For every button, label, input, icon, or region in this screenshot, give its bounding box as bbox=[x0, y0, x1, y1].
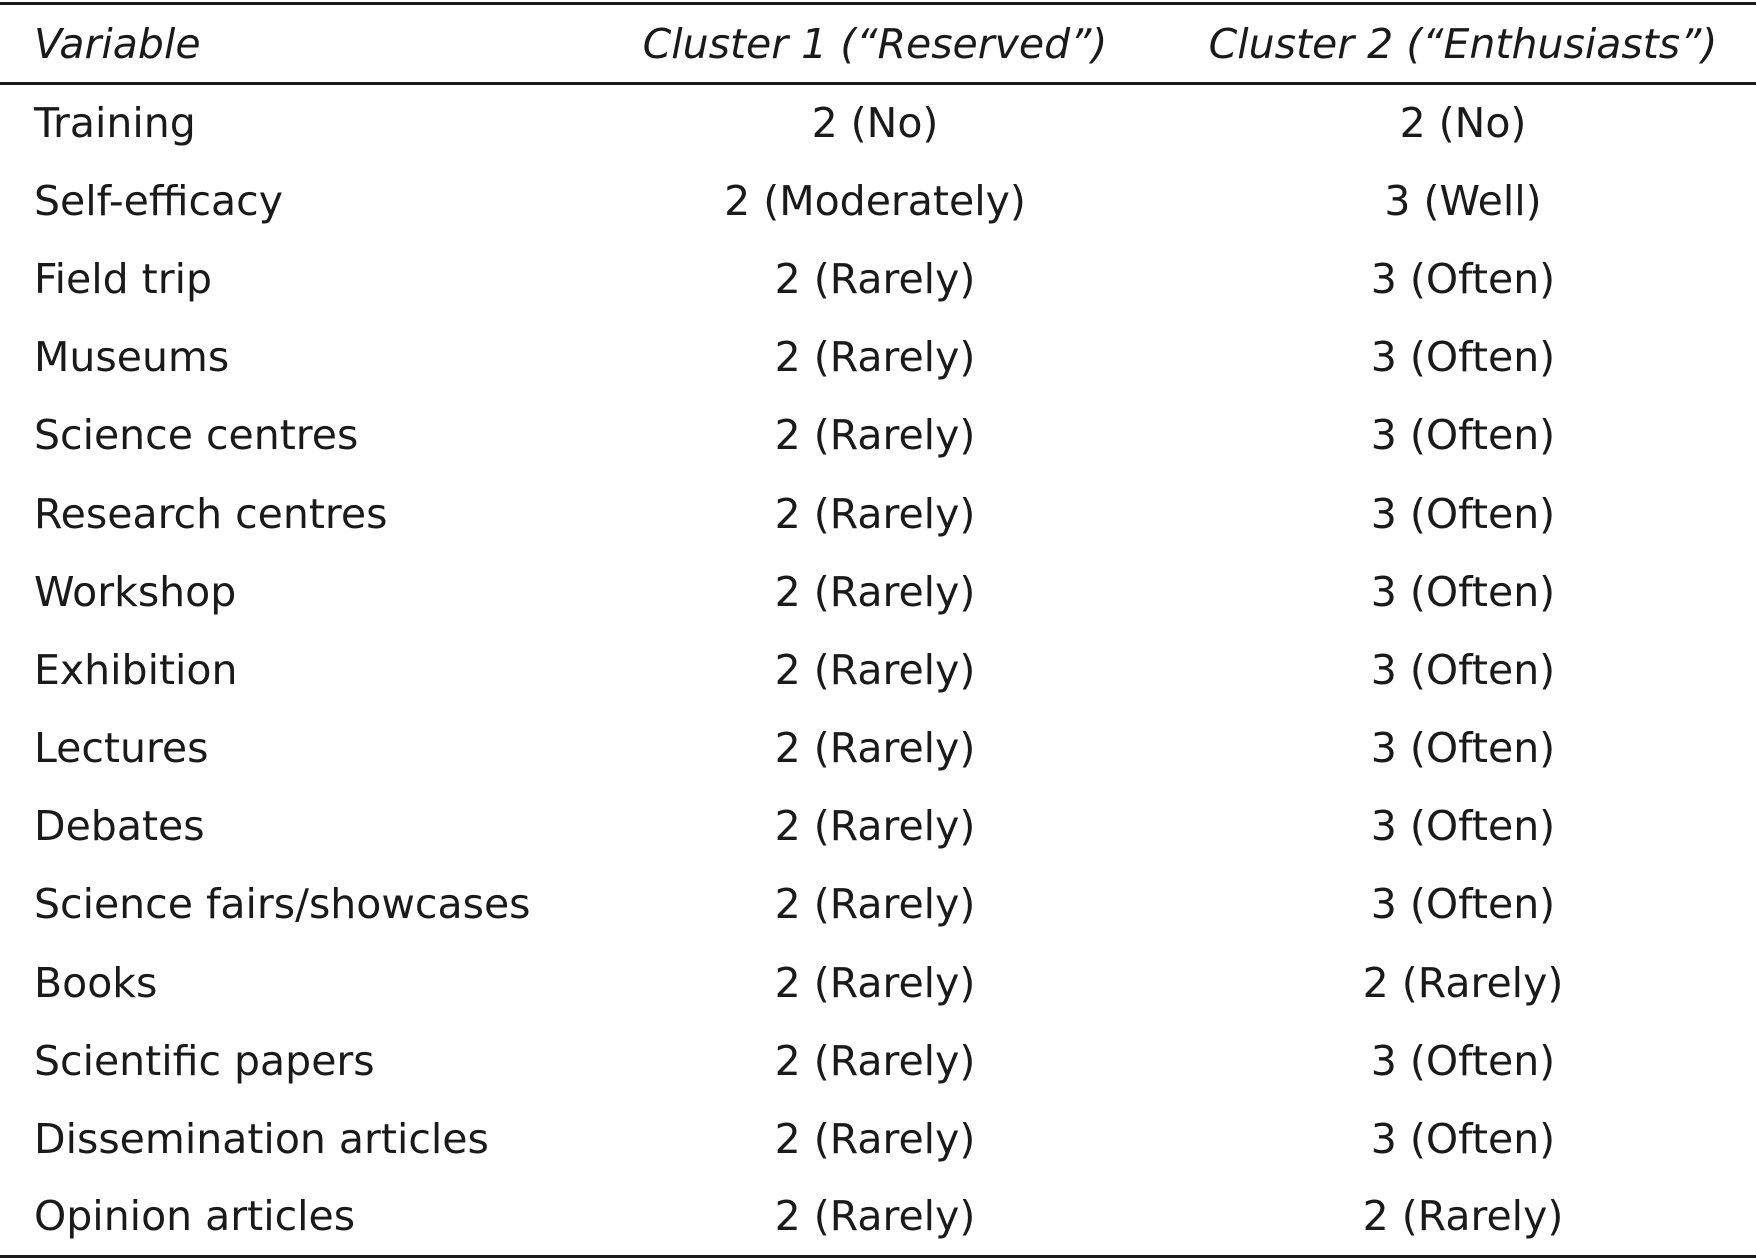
cell-cluster-1: 2 (Rarely) bbox=[774, 1036, 976, 1085]
table-row: Exhibition 2 (Rarely) 3 (Often) bbox=[0, 631, 1756, 709]
cell-variable: Dissemination articles bbox=[34, 1115, 489, 1164]
cell-cluster-1: 2 (Rarely) bbox=[774, 645, 976, 694]
cell-cluster-2: 3 (Often) bbox=[1370, 802, 1556, 851]
cell-variable: Books bbox=[34, 958, 158, 1007]
cell-cluster-2: 3 (Often) bbox=[1370, 567, 1556, 616]
cell-variable: Scientific papers bbox=[34, 1036, 375, 1085]
cell-variable: Self-efficacy bbox=[34, 176, 283, 225]
cell-cluster-2: 2 (Rarely) bbox=[1362, 958, 1564, 1007]
cell-cluster-2: 3 (Often) bbox=[1370, 489, 1556, 538]
table-row: Workshop 2 (Rarely) 3 (Often) bbox=[0, 553, 1756, 631]
cell-cluster-2: 3 (Often) bbox=[1370, 254, 1556, 303]
cell-cluster-2: 3 (Well) bbox=[1384, 176, 1542, 225]
cell-cluster-1: 2 (Rarely) bbox=[774, 880, 976, 929]
cell-variable: Exhibition bbox=[34, 645, 238, 694]
table-row: Scientific papers 2 (Rarely) 3 (Often) bbox=[0, 1022, 1756, 1100]
cell-cluster-1: 2 (Rarely) bbox=[774, 567, 976, 616]
table-row: Field trip 2 (Rarely) 3 (Often) bbox=[0, 240, 1756, 318]
table-row: Museums 2 (Rarely) 3 (Often) bbox=[0, 318, 1756, 396]
table-row: Science centres 2 (Rarely) 3 (Often) bbox=[0, 396, 1756, 474]
cell-cluster-2: 3 (Often) bbox=[1370, 333, 1556, 382]
table-row: Lectures 2 (Rarely) 3 (Often) bbox=[0, 709, 1756, 787]
table-row: Debates 2 (Rarely) 3 (Often) bbox=[0, 787, 1756, 865]
cell-cluster-1: 2 (Rarely) bbox=[774, 724, 976, 773]
table-row: Self-efficacy 2 (Moderately) 3 (Well) bbox=[0, 162, 1756, 240]
cell-cluster-2: 3 (Often) bbox=[1370, 1115, 1556, 1164]
header-variable: Variable bbox=[0, 2, 580, 85]
cell-variable: Museums bbox=[34, 333, 230, 382]
cell-cluster-2: 3 (Often) bbox=[1370, 411, 1556, 460]
cell-cluster-1: 2 (Rarely) bbox=[774, 1115, 976, 1164]
cell-cluster-1: 2 (Rarely) bbox=[580, 1178, 1170, 1258]
table-row: Books 2 (Rarely) 2 (Rarely) bbox=[0, 944, 1756, 1022]
cell-variable: Science centres bbox=[34, 411, 359, 460]
cell-cluster-2: 3 (Often) bbox=[1370, 1036, 1556, 1085]
header-cluster-1: Cluster 1 (“Reserved”) bbox=[580, 2, 1170, 85]
table-header: Variable Cluster 1 (“Reserved”) Cluster … bbox=[0, 2, 1756, 85]
cell-cluster-1: 2 (Rarely) bbox=[774, 489, 976, 538]
cell-variable: Lectures bbox=[34, 724, 209, 773]
cell-cluster-1: 2 (Rarely) bbox=[774, 411, 976, 460]
cell-variable: Debates bbox=[34, 802, 205, 851]
table-row: Research centres 2 (Rarely) 3 (Often) bbox=[0, 474, 1756, 552]
cell-variable: Field trip bbox=[34, 254, 213, 303]
cell-variable: Workshop bbox=[34, 567, 237, 616]
table-row: Science fairs/showcases 2 (Rarely) 3 (Ofte… bbox=[0, 865, 1756, 943]
cell-cluster-1: 2 (Rarely) bbox=[774, 333, 976, 382]
table-row: Training 2 (No) 2 (No) bbox=[0, 84, 1756, 162]
table-body: Training 2 (No) 2 (No) Self-efficacy 2 (Mode… bbox=[0, 84, 1756, 1258]
cell-variable: Training bbox=[34, 99, 196, 148]
cell-cluster-2: 3 (Often) bbox=[1370, 724, 1556, 773]
cell-variable: Opinion articles bbox=[0, 1178, 580, 1258]
header-cluster-2: Cluster 2 (“Enthusiasts”) bbox=[1170, 2, 1756, 85]
cell-cluster-1: 2 (Moderately) bbox=[724, 176, 1026, 225]
table-row: Dissemination articles 2 (Rarely) 3 (Often… bbox=[0, 1100, 1756, 1178]
cell-cluster-2: 3 (Often) bbox=[1370, 880, 1556, 929]
cell-cluster-2: 3 (Often) bbox=[1370, 645, 1556, 694]
cell-cluster-2: 2 (Rarely) bbox=[1170, 1178, 1756, 1258]
cell-variable: Research centres bbox=[34, 489, 388, 538]
cell-cluster-1: 2 (Rarely) bbox=[774, 958, 976, 1007]
cell-cluster-1: 2 (Rarely) bbox=[774, 254, 976, 303]
cell-cluster-1: 2 (Rarely) bbox=[774, 802, 976, 851]
cell-variable: Science fairs/showcases bbox=[34, 880, 531, 929]
cell-cluster-1: 2 (No) bbox=[811, 99, 939, 148]
cell-cluster-2: 2 (No) bbox=[1399, 99, 1527, 148]
header-row: Variable Cluster 1 (“Reserved”) Cluster … bbox=[0, 2, 1756, 85]
